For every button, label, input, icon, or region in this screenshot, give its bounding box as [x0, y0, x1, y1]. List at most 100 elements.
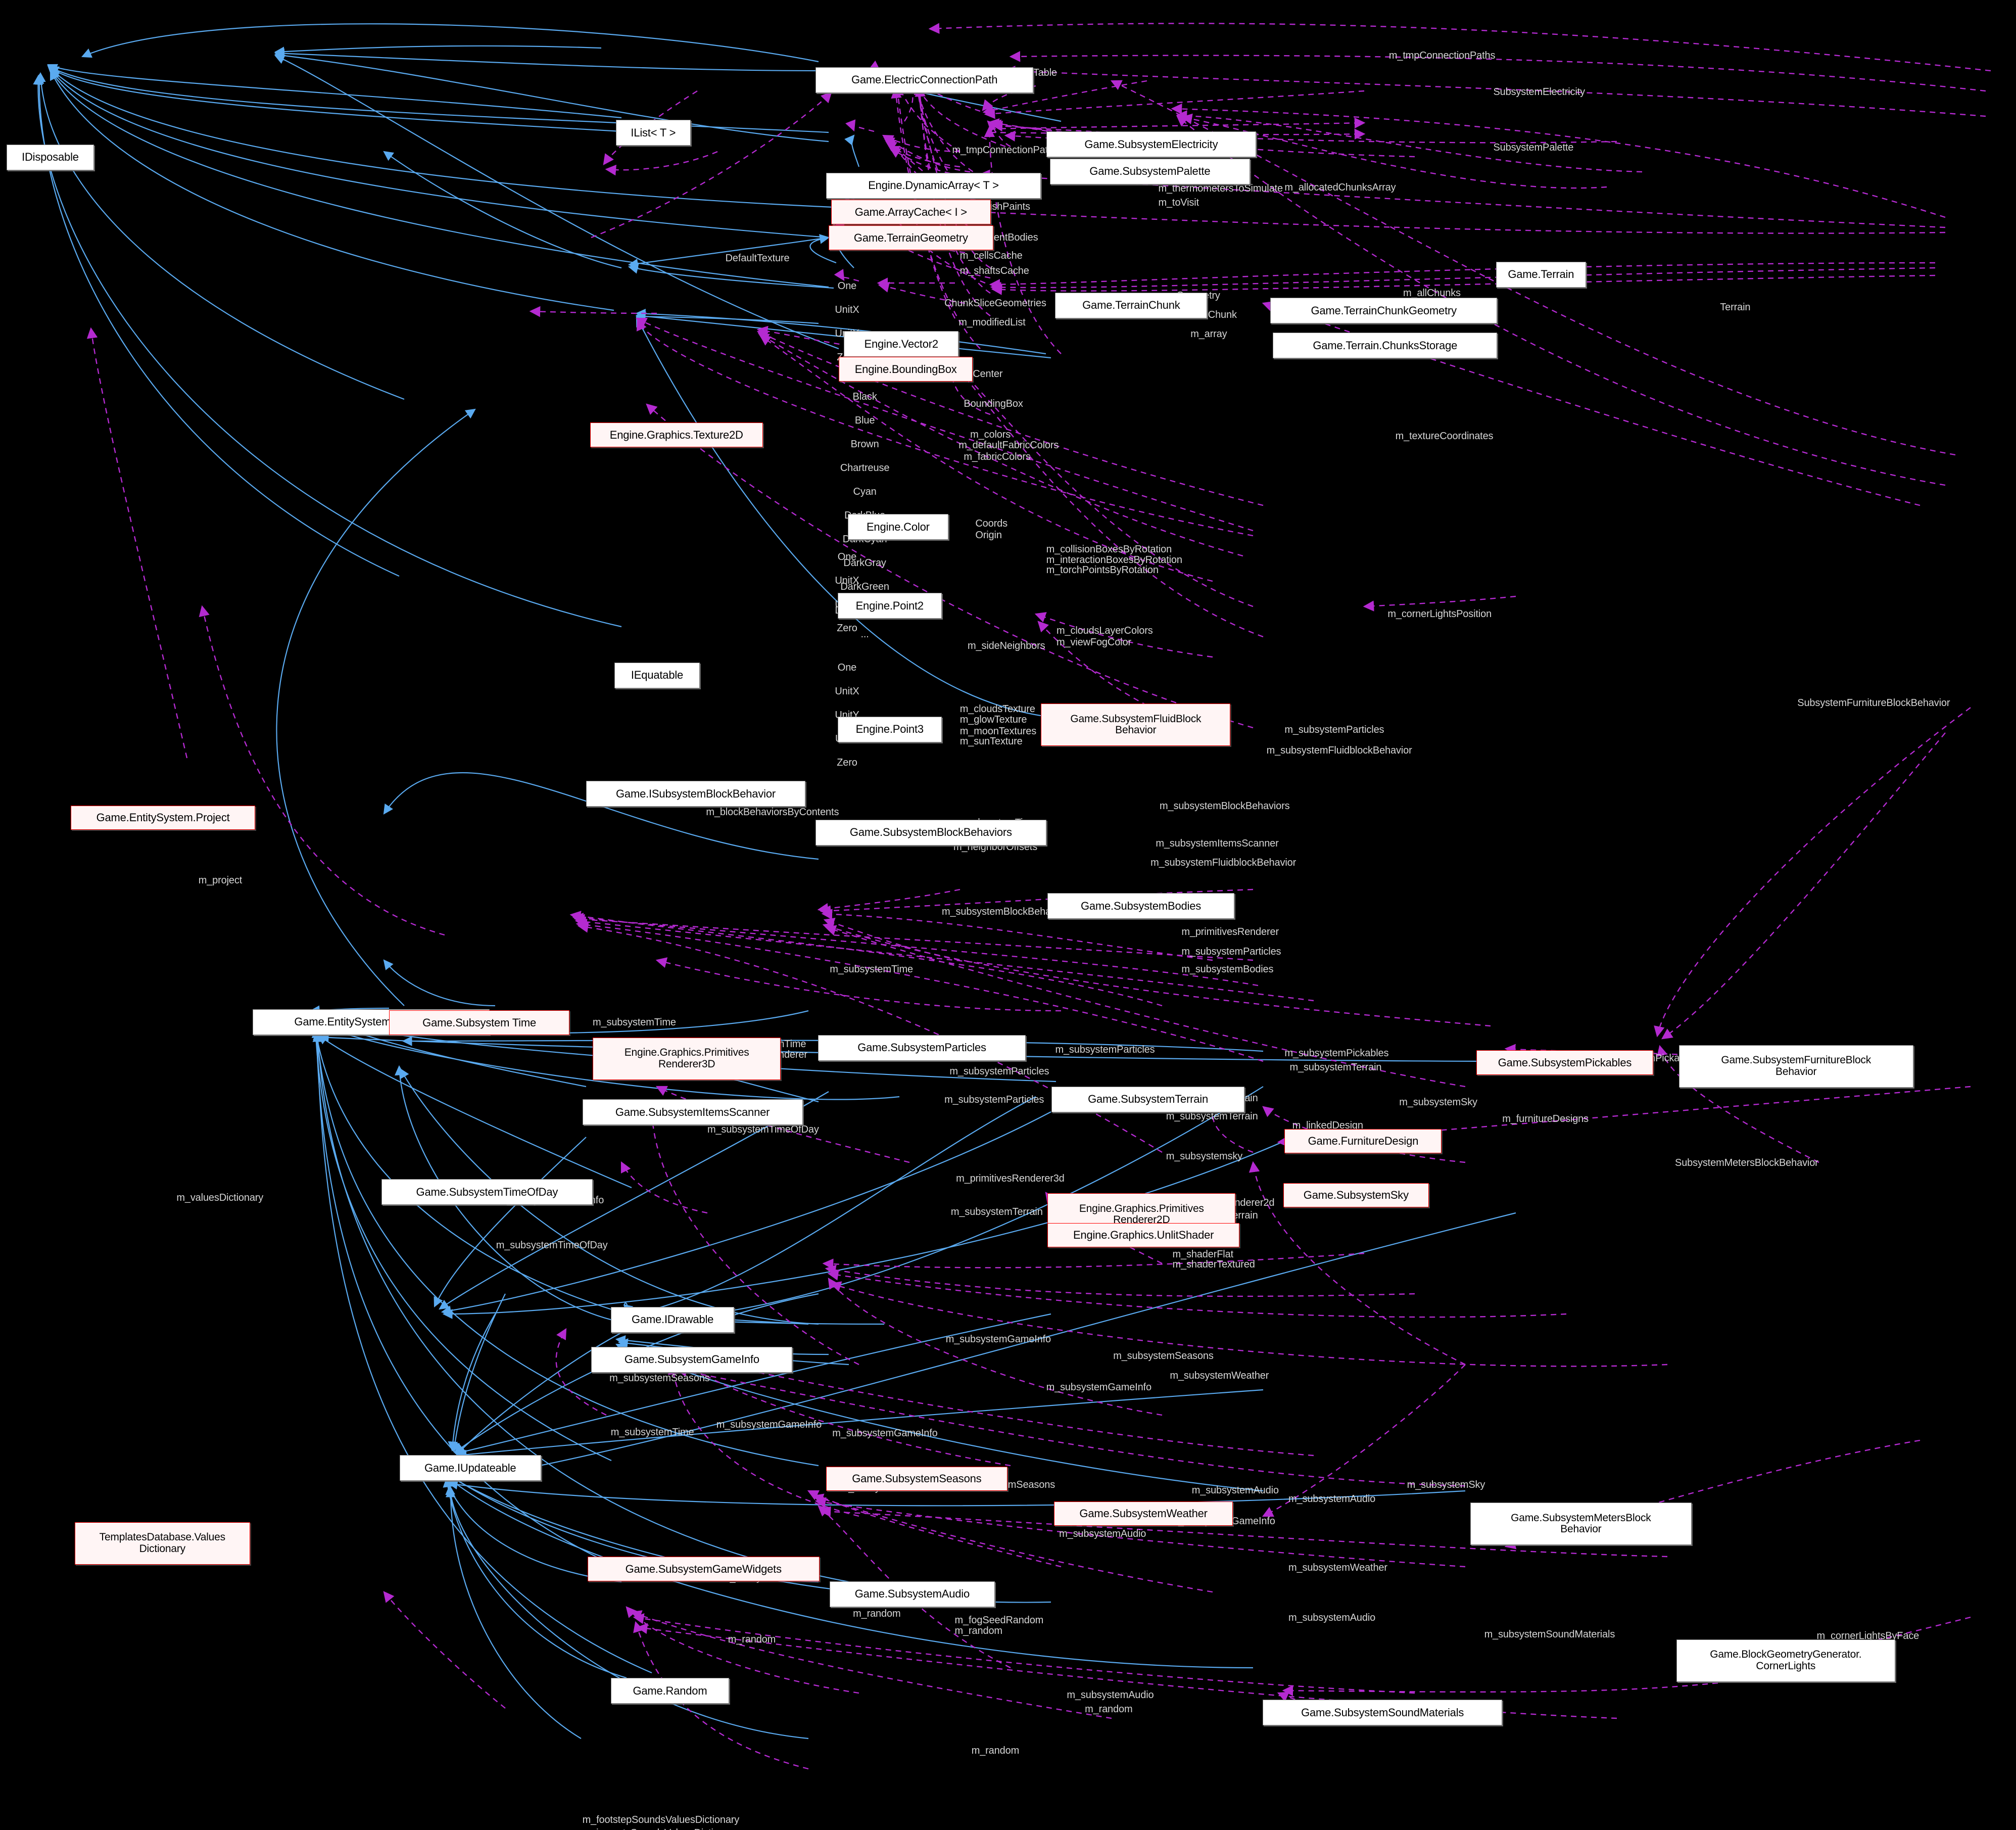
edge-label: Origin	[975, 530, 1002, 541]
graph-node-subsystemparticles[interactable]: Game.SubsystemParticles	[818, 1035, 1026, 1061]
graph-node-texture2d[interactable]: Engine.Graphics.Texture2D	[590, 423, 763, 447]
edge-label: m_subsystemBlockBehaviors	[942, 906, 1072, 917]
graph-node-subsystemelectricity[interactable]: Game.SubsystemElectricity	[1046, 131, 1257, 158]
edge-label: m_subsystemParticles	[944, 1094, 1044, 1105]
edge-label: m_colors	[970, 429, 1011, 441]
graph-node-terrainchunkgeometry[interactable]: Game.TerrainChunkGeometry	[1270, 298, 1498, 324]
edge-label: m_subsystemSoundMaterials	[1484, 1629, 1615, 1640]
graph-node-dynamicarray[interactable]: Engine.DynamicArray< T >	[826, 172, 1041, 199]
graph-node-subsystemseasons[interactable]: Game.SubsystemSeasons	[826, 1466, 1008, 1491]
edge-label: m_allocatedChunksArray	[1284, 181, 1396, 193]
edge-label: SubsystemElectricity	[1493, 86, 1585, 98]
graph-node-vector2[interactable]: Engine.Vector2	[844, 331, 959, 357]
edge-label: m_valuesDictionary	[176, 1192, 264, 1203]
graph-node-subsystemsky[interactable]: Game.SubsystemSky	[1283, 1183, 1429, 1208]
edge-label: ChunkSliceGeometries	[944, 298, 1046, 309]
edge-label: m_subsystemFluidblockBehavior	[1266, 744, 1412, 756]
graph-node-entitysystemproject[interactable]: Game.EntitySystem.Project	[71, 805, 255, 830]
edge-label: m_subsystemParticles	[949, 1065, 1049, 1077]
graph-node-iupdateable[interactable]: Game.IUpdateable	[399, 1454, 541, 1481]
graph-node-color[interactable]: Engine.Color	[847, 514, 948, 540]
edge-label: m_subsystemGameInfo	[832, 1428, 938, 1439]
edge-label: m_subsystemTerrain	[1289, 1062, 1382, 1073]
edge-label: m_subsystemSeasons	[1113, 1350, 1214, 1362]
graph-node-subsystemfluidblockbehavior[interactable]: Game.SubsystemFluidBlock Behavior	[1041, 703, 1231, 746]
edge-label: m_random	[954, 1625, 1003, 1636]
edge-label: m_cellsCache	[959, 250, 1023, 261]
edge-label: m_furnitureDesigns	[1502, 1113, 1589, 1125]
graph-node-electricconnectionpath[interactable]: Game.ElectricConnectionPath	[815, 67, 1034, 93]
graph-node-terrainchunk[interactable]: Game.TerrainChunk	[1055, 292, 1208, 318]
graph-node-isubsystemblockbehavior[interactable]: Game.ISubsystemBlockBehavior	[586, 781, 805, 807]
graph-node-ilist[interactable]: IList< T >	[615, 120, 691, 146]
graph-node-subsystemgameinfo[interactable]: Game.SubsystemGameInfo	[591, 1346, 793, 1373]
edge-label: m_subsystemTime	[610, 1426, 694, 1438]
edge-label: m_torchPointsByRotation	[1046, 564, 1159, 576]
graph-node-point2[interactable]: Engine.Point2	[837, 593, 942, 619]
graph-node-iequatable[interactable]: IEquatable	[614, 662, 700, 688]
graph-node-subsystemtimeofday[interactable]: Game.SubsystemTimeOfDay	[381, 1179, 593, 1205]
edge-label: BoundingBox	[964, 398, 1023, 409]
edge-label: m_allChunks	[1403, 287, 1461, 299]
graph-node-unlitshader[interactable]: Engine.Graphics.UnlitShader	[1047, 1223, 1240, 1248]
graph-node-boundingbox[interactable]: Engine.BoundingBox	[839, 357, 973, 382]
graph-node-subsystembodies[interactable]: Game.SubsystemBodies	[1047, 893, 1234, 919]
graph-node-random[interactable]: Game.Random	[610, 1678, 730, 1704]
edge-label: m_blockBehaviorsByContents	[706, 807, 839, 818]
graph-node-terrain[interactable]: Game.Terrain	[1496, 261, 1587, 288]
graph-node-subsystempalette[interactable]: Game.SubsystemPalette	[1050, 158, 1250, 184]
edge-label: m_shaderFlat	[1172, 1248, 1234, 1260]
graph-node-primitivesrenderer3d[interactable]: Engine.Graphics.Primitives Renderer3D	[593, 1037, 781, 1080]
edge-label: m_interactionBoxesByRotation	[1046, 554, 1182, 566]
graph-node-subsystemweather[interactable]: Game.SubsystemWeather	[1053, 1501, 1233, 1526]
edge-label: m_subsystemPickables	[1284, 1048, 1389, 1059]
graph-node-terraingeometry[interactable]: Game.TerrainGeometry	[828, 225, 994, 250]
graph-node-subsystemgamewidgets[interactable]: Game.SubsystemGameWidgets	[587, 1557, 820, 1581]
edge-label: m_subsystemWeather	[1170, 1370, 1269, 1381]
edge-label: m_subsystemGameInfo	[716, 1419, 822, 1430]
edge-label: m_primitivesRenderer	[1181, 926, 1279, 938]
edge-label: m_subsystemGameInfo	[1046, 1381, 1151, 1393]
edge-label: m_random	[1085, 1704, 1133, 1715]
graph-node-templatesdatabasevalues[interactable]: TemplatesDatabase.Values Dictionary	[74, 1522, 250, 1565]
edge-label: m_subsystemTimeOfDay	[707, 1123, 819, 1135]
edge-label: m_subsystemAudio	[1288, 1612, 1376, 1624]
graph-node-arraycache[interactable]: Game.ArrayCache< I >	[831, 200, 991, 224]
edge-label: DefaultTexture	[725, 252, 790, 264]
edge-label: m_subsystemAudio	[1288, 1493, 1376, 1505]
edge-label: m_linkedDesign	[1292, 1119, 1363, 1131]
graph-node-subsystemfurnitureblock[interactable]: Game.SubsystemFurnitureBlock Behavior	[1678, 1045, 1913, 1088]
graph-node-subsystemterrain[interactable]: Game.SubsystemTerrain	[1051, 1086, 1245, 1112]
edge-label: m_random	[728, 1634, 776, 1646]
edge-label: SubsystemPalette	[1493, 142, 1574, 153]
graph-node-furnituredesign[interactable]: Game.FurnitureDesign	[1284, 1129, 1442, 1154]
graph-node-blockgeometrycornerlights[interactable]: Game.BlockGeometryGenerator. CornerLight…	[1676, 1639, 1896, 1682]
edge-label: m_subsystemSky	[1399, 1097, 1477, 1108]
graph-node-point3[interactable]: Engine.Point3	[837, 716, 942, 742]
graph-node-subsystemtime[interactable]: Game.Subsystem Time	[389, 1010, 570, 1035]
edge-label: m_subsystemParticles	[1284, 724, 1384, 736]
graph-node-idrawable[interactable]: Game.IDrawable	[610, 1306, 735, 1333]
graph-node-subsystemmetersblock[interactable]: Game.SubsystemMetersBlock Behavior	[1470, 1503, 1692, 1545]
graph-node-idisposable[interactable]: IDisposable	[6, 144, 94, 170]
edge-label: m_subsystemTerrain	[1166, 1111, 1258, 1122]
edge-label: m_modifiedList	[958, 317, 1026, 329]
edge-label: Center	[973, 368, 1003, 380]
edge-label: m_subsystemFluidblockBehavior	[1150, 857, 1297, 868]
edge-label: m_subsystemAudio	[1191, 1484, 1279, 1496]
edge-label: m_subsystemSeasons	[609, 1372, 710, 1384]
edge-label: m_primitivesRenderer3d	[956, 1172, 1065, 1184]
edge-label: m_viewFogColor	[1057, 636, 1131, 648]
edge-label: m_subsystemBlockBehaviors	[1160, 800, 1290, 812]
edge-label: m_subsystemAudio	[1059, 1528, 1146, 1540]
graph-node-subsystemaudio[interactable]: Game.SubsystemAudio	[830, 1581, 995, 1607]
graph-node-subsystemitemsscanner[interactable]: Game.SubsystemItemsScanner	[582, 1099, 803, 1125]
edge-label: m_cornerLightsByFace	[1816, 1630, 1919, 1641]
graph-node-terrainchunksstorage[interactable]: Game.Terrain.ChunksStorage	[1273, 332, 1498, 358]
edge-label: m_fogSeedRandom	[954, 1615, 1044, 1626]
graph-node-subsystemblockbehaviors[interactable]: Game.SubsystemBlockBehaviors	[815, 819, 1046, 846]
graph-node-subsystempickables[interactable]: Game.SubsystemPickables	[1476, 1050, 1653, 1075]
graph-node-subsystemsoundmaterials[interactable]: Game.SubsystemSoundMaterials	[1263, 1700, 1503, 1726]
edge-label: SubsystemFurnitureBlockBehavior	[1797, 697, 1950, 709]
edge-label: m_footstepSoundsValuesDictionary	[582, 1814, 740, 1826]
